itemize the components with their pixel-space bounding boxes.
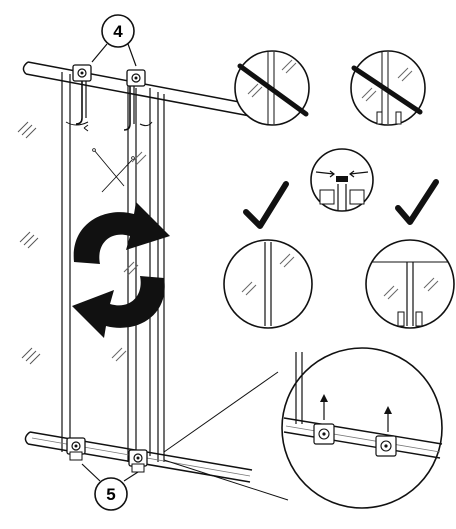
detail-bottom-correct (365, 239, 455, 329)
glass-panel-front (127, 86, 165, 462)
detail-lower-roller (163, 347, 443, 509)
top-hanger-right (123, 69, 153, 131)
roller-right (375, 435, 397, 457)
detail-bottom-wrong (350, 50, 426, 126)
arrow-up-icon (320, 394, 328, 420)
checkmark-icon (243, 181, 289, 229)
bottom-roller-left (66, 437, 86, 461)
step-4-number: 4 (113, 22, 123, 41)
top-hanger-left (65, 64, 92, 132)
step-5-number: 5 (106, 485, 115, 504)
adjust-arrows (92, 148, 135, 193)
checkmark-icon (395, 179, 439, 225)
cross-out-icon (237, 63, 309, 117)
detail-adjust-gap (310, 148, 374, 212)
step-5-callout: 5 (81, 463, 139, 511)
step-4-callout: 4 (91, 14, 137, 67)
arrow-up-icon (384, 406, 392, 432)
detail-gap-wrong (234, 50, 310, 126)
cross-out-icon (351, 65, 423, 115)
arrow-left-icon (349, 171, 369, 175)
roller-left (313, 423, 335, 445)
arrow-right-icon (315, 171, 335, 175)
glass-panel-back (61, 72, 151, 456)
rotate-arrows-icon (72, 202, 170, 338)
bottom-roller-right (128, 449, 148, 473)
detail-gap-correct (223, 239, 313, 329)
